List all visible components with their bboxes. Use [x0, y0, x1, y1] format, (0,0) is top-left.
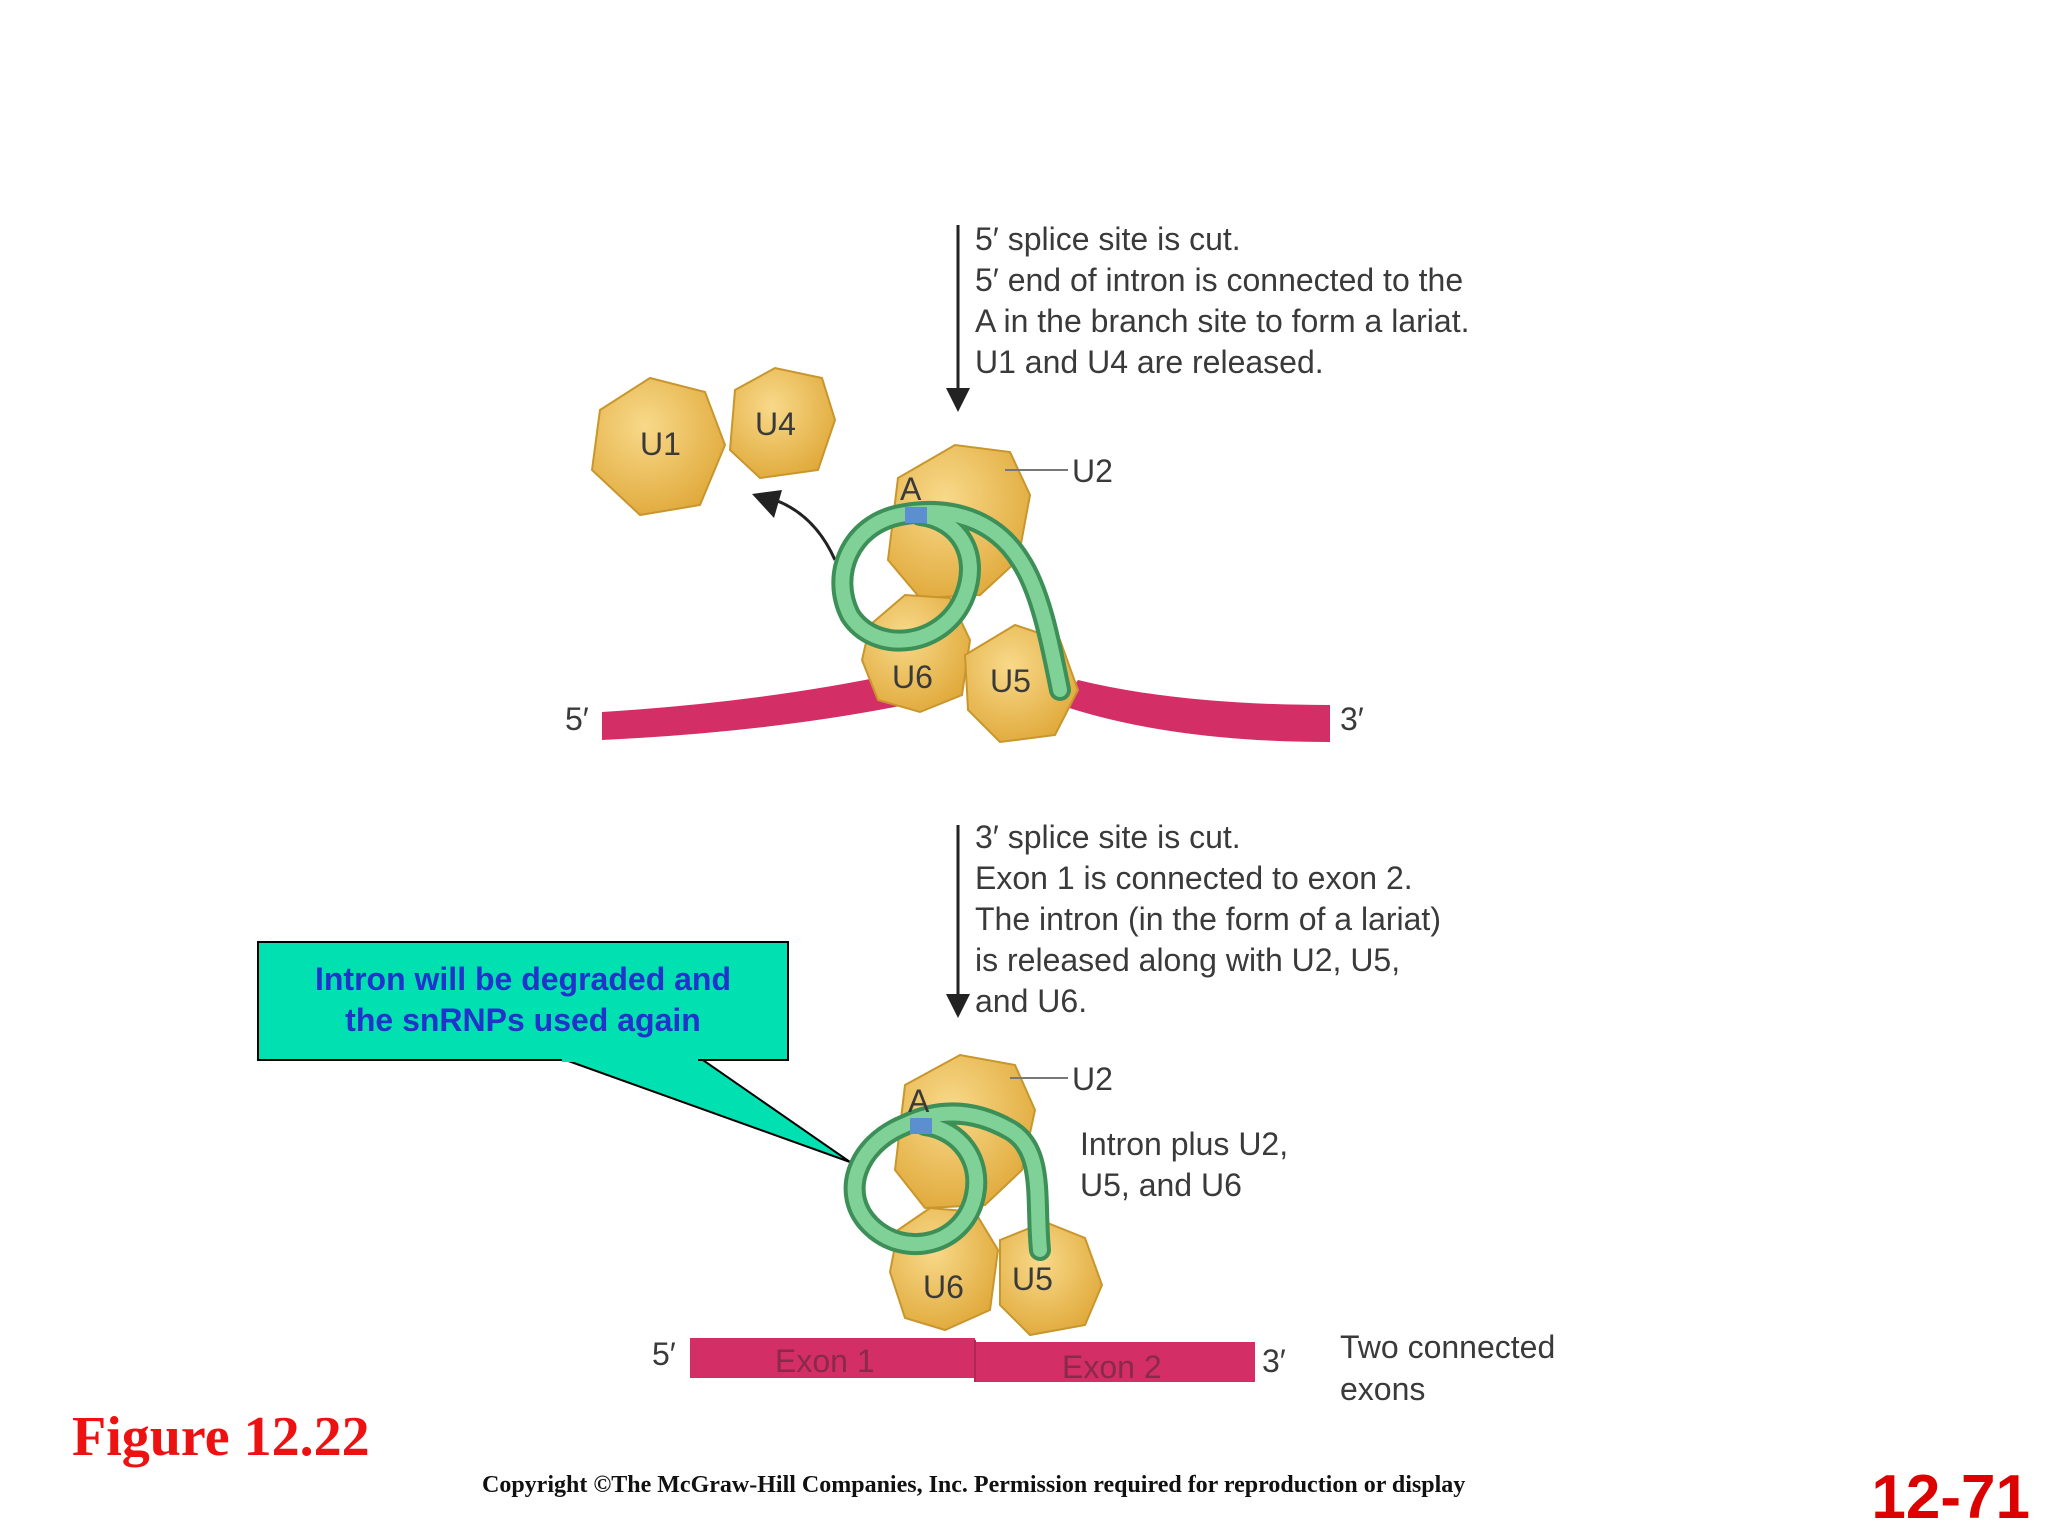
top-u6-label: U6	[892, 659, 933, 695]
bottom-u5-snrnp	[999, 1220, 1104, 1337]
top-u2-label: U2	[1072, 453, 1113, 489]
bottom-three-prime: 3′	[1262, 1343, 1286, 1379]
bottom-intron-lariat	[843, 1102, 1051, 1261]
exon-1-bar	[690, 1338, 975, 1378]
step1-arrow	[946, 225, 970, 412]
step1-line-3: A in the branch site to form a lariat.	[975, 303, 1469, 339]
top-three-prime: 3′	[1340, 701, 1364, 737]
callout-line-1: Intron will be degraded and	[315, 961, 731, 997]
top-branch-a-label: A	[900, 471, 922, 507]
bottom-u6-label: U6	[923, 1269, 964, 1305]
bottom-u5-label: U5	[1012, 1261, 1053, 1297]
top-exon-left	[602, 675, 905, 740]
top-five-prime: 5′	[565, 701, 589, 737]
step1-line-2: 5′ end of intron is connected to the	[975, 262, 1463, 298]
connected-label-line-1: Two connected	[1340, 1329, 1555, 1365]
top-u5-label: U5	[990, 663, 1031, 699]
step2-line-4: is released along with U2, U5,	[975, 942, 1400, 978]
u1-snrnp	[590, 376, 727, 517]
step2-line-1: 3′ splice site is cut.	[975, 819, 1241, 855]
exon-2-bar	[975, 1342, 1255, 1382]
step1-line-4: U1 and U4 are released.	[975, 344, 1324, 380]
bottom-branch-site	[910, 1118, 932, 1134]
bottom-branch-a-label: A	[908, 1083, 930, 1119]
top-intron-lariat	[831, 501, 1071, 701]
top-branch-site	[905, 507, 927, 523]
top-exon-right	[1060, 680, 1330, 742]
release-arrow	[774, 498, 837, 561]
u4-snrnp	[728, 366, 837, 480]
exon-2-label: Exon 2	[1062, 1349, 1162, 1385]
callout	[257, 941, 851, 1163]
exon-1-label: Exon 1	[775, 1343, 875, 1379]
intron-label-line-1: Intron plus U2,	[1080, 1126, 1288, 1162]
slide-number: 12-71	[1871, 1463, 2030, 1532]
step2-line-3: The intron (in the form of a lariat)	[975, 901, 1441, 937]
bottom-u2-label: U2	[1072, 1061, 1113, 1097]
connected-label-line-2: exons	[1340, 1371, 1425, 1407]
step2-arrow	[946, 825, 970, 1018]
figure-label: Figure 12.22	[72, 1406, 370, 1468]
callout-line-2: the snRNPs used again	[345, 1002, 701, 1038]
step2-line-2: Exon 1 is connected to exon 2.	[975, 860, 1413, 896]
u4-label: U4	[755, 406, 796, 442]
copyright-notice: Copyright ©The McGraw-Hill Companies, In…	[482, 1472, 1465, 1498]
u1-label: U1	[640, 426, 681, 462]
step1-line-1: 5′ splice site is cut.	[975, 221, 1241, 257]
bottom-five-prime: 5′	[652, 1336, 676, 1372]
intron-label-line-2: U5, and U6	[1080, 1167, 1242, 1203]
release-arrowhead	[752, 490, 782, 518]
step2-line-5: and U6.	[975, 983, 1087, 1019]
